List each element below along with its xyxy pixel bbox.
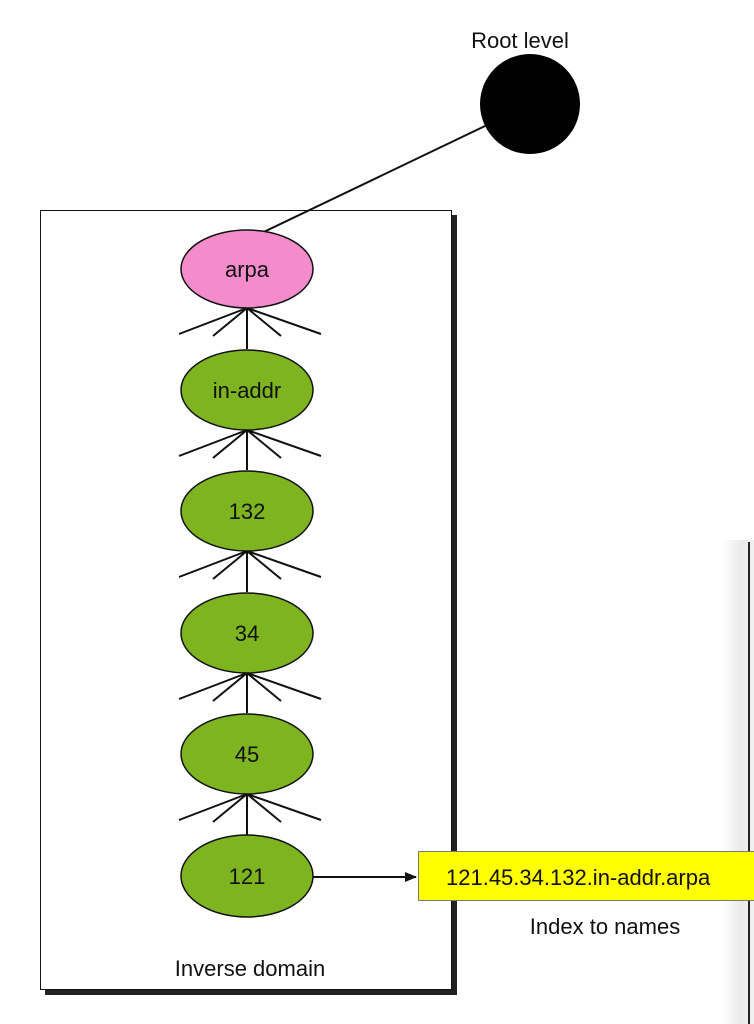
page-edge-line [748,542,750,1024]
tree-node-label: 45 [235,742,259,767]
index-value: 121.45.34.132.in-addr.arpa [446,865,711,890]
tree-node-34: 34 [180,592,314,674]
root-connector [246,125,486,241]
tree-node-121: 121 [180,834,314,918]
tree-node-shape [180,349,314,431]
tree-node-label: 132 [229,499,266,524]
root-node [480,54,580,154]
fan-under-inaddr [178,429,322,459]
tree-node-in-addr: in-addr [180,349,314,431]
tree-node-shape [180,229,314,309]
fan-lines [178,307,322,823]
index-box: 121.45.34.132.in-addr.arpa [418,851,754,901]
fan-under-45 [178,793,322,823]
index-caption: Index to names [529,914,681,939]
fan-under-arpa [178,307,322,337]
fan-under-132 [178,550,322,580]
tree-node-shape [180,592,314,674]
tree-node-shape [180,470,314,552]
tree-node-arpa: arpa [180,229,314,309]
tree-node-label: in-addr [213,378,281,403]
tree-node-label: 121 [229,864,266,889]
inverse-domain-caption: Inverse domain [174,956,326,981]
tree-node-132: 132 [180,470,314,552]
root-level-label: Root level [471,28,569,53]
fan-under-34 [178,672,322,702]
tree-node-label: 34 [235,621,259,646]
tree-node-45: 45 [180,713,314,795]
tree-node-shape [180,713,314,795]
tree-node-label: arpa [225,257,270,282]
